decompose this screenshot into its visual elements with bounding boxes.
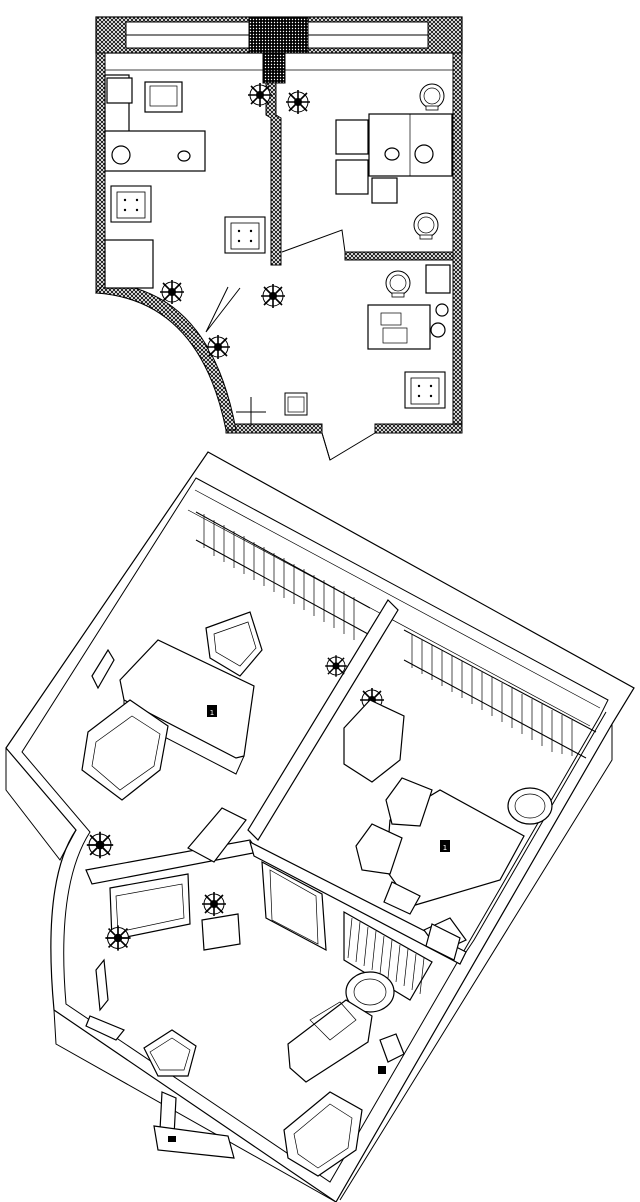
iso-lower-left-room: [85, 873, 241, 1159]
plan-lower-right-office: [367, 264, 451, 409]
plan-left-office: [104, 74, 311, 360]
plan-entry-hall: [236, 392, 308, 426]
iso-marker-left-label: 1: [210, 709, 214, 717]
floor-plan: [94, 16, 463, 461]
iso-window-railing-right: [403, 629, 597, 759]
iso-marker-right-label: 1: [443, 844, 447, 852]
iso-left-office: 1: [81, 611, 348, 863]
iso-window-railing-left: [195, 511, 371, 640]
isometric-view: 1 1: [5, 451, 635, 1202]
iso-lower-right-room: [261, 860, 461, 1177]
iso-marker-left: [207, 705, 217, 717]
plan-walls: [94, 16, 463, 434]
iso-right-office: 1: [343, 687, 553, 953]
plan-doors: [205, 229, 376, 461]
plan-right-office: [335, 83, 453, 240]
iso-marker-right: [440, 840, 450, 852]
